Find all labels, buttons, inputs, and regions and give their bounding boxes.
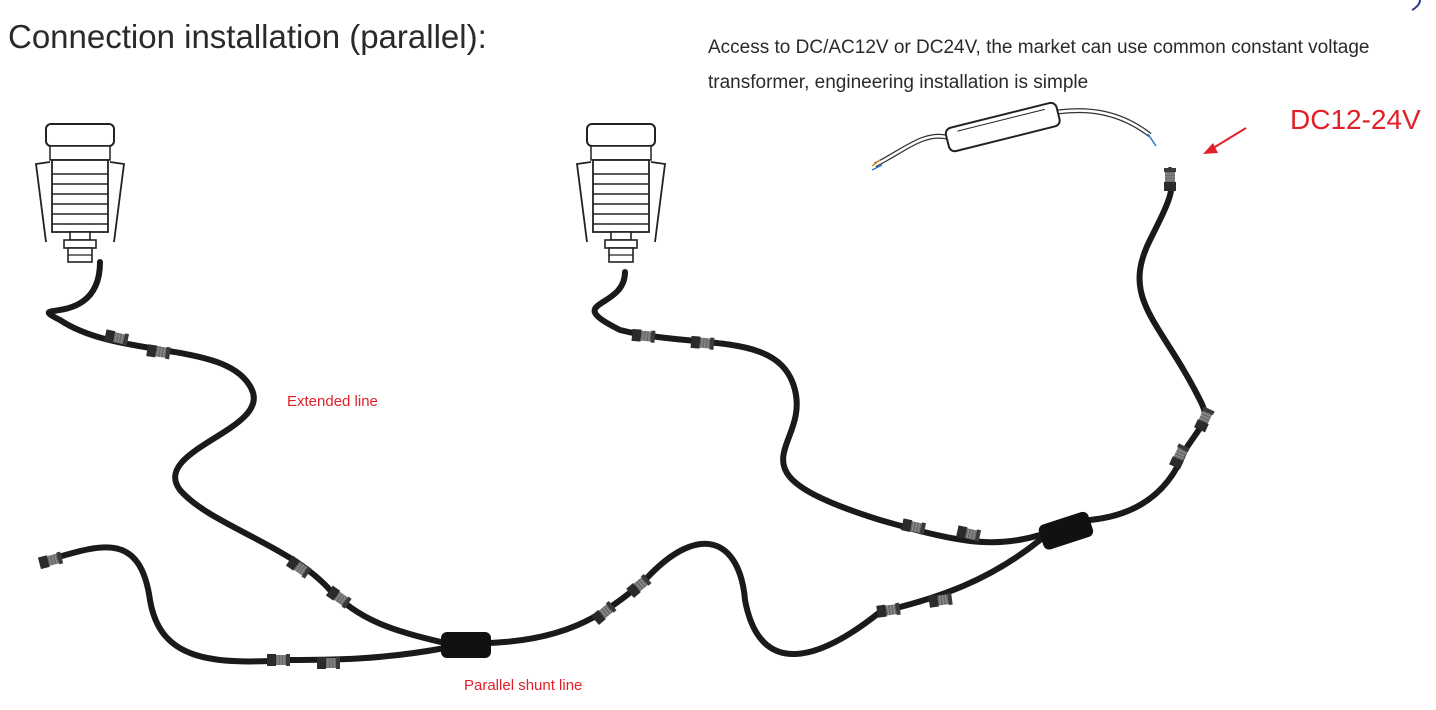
parallel-shunt-line-label: Parallel shunt line	[464, 677, 583, 694]
installation-note: Access to DC/AC12V or DC24V, the market …	[708, 37, 1370, 93]
voltage-arrow-icon	[1203, 127, 1247, 154]
parallel-splitter-1	[441, 632, 491, 658]
parallel-splitter-2	[1038, 511, 1094, 550]
downlight-1	[35, 123, 125, 263]
diagram-title: Connection installation (parallel):	[8, 18, 487, 55]
voltage-label: DC12-24V	[1290, 104, 1421, 135]
downlight-2	[576, 123, 666, 263]
extended-line-label: Extended line	[287, 393, 378, 410]
transformer	[871, 101, 1157, 171]
corner-mark	[1411, 0, 1421, 11]
